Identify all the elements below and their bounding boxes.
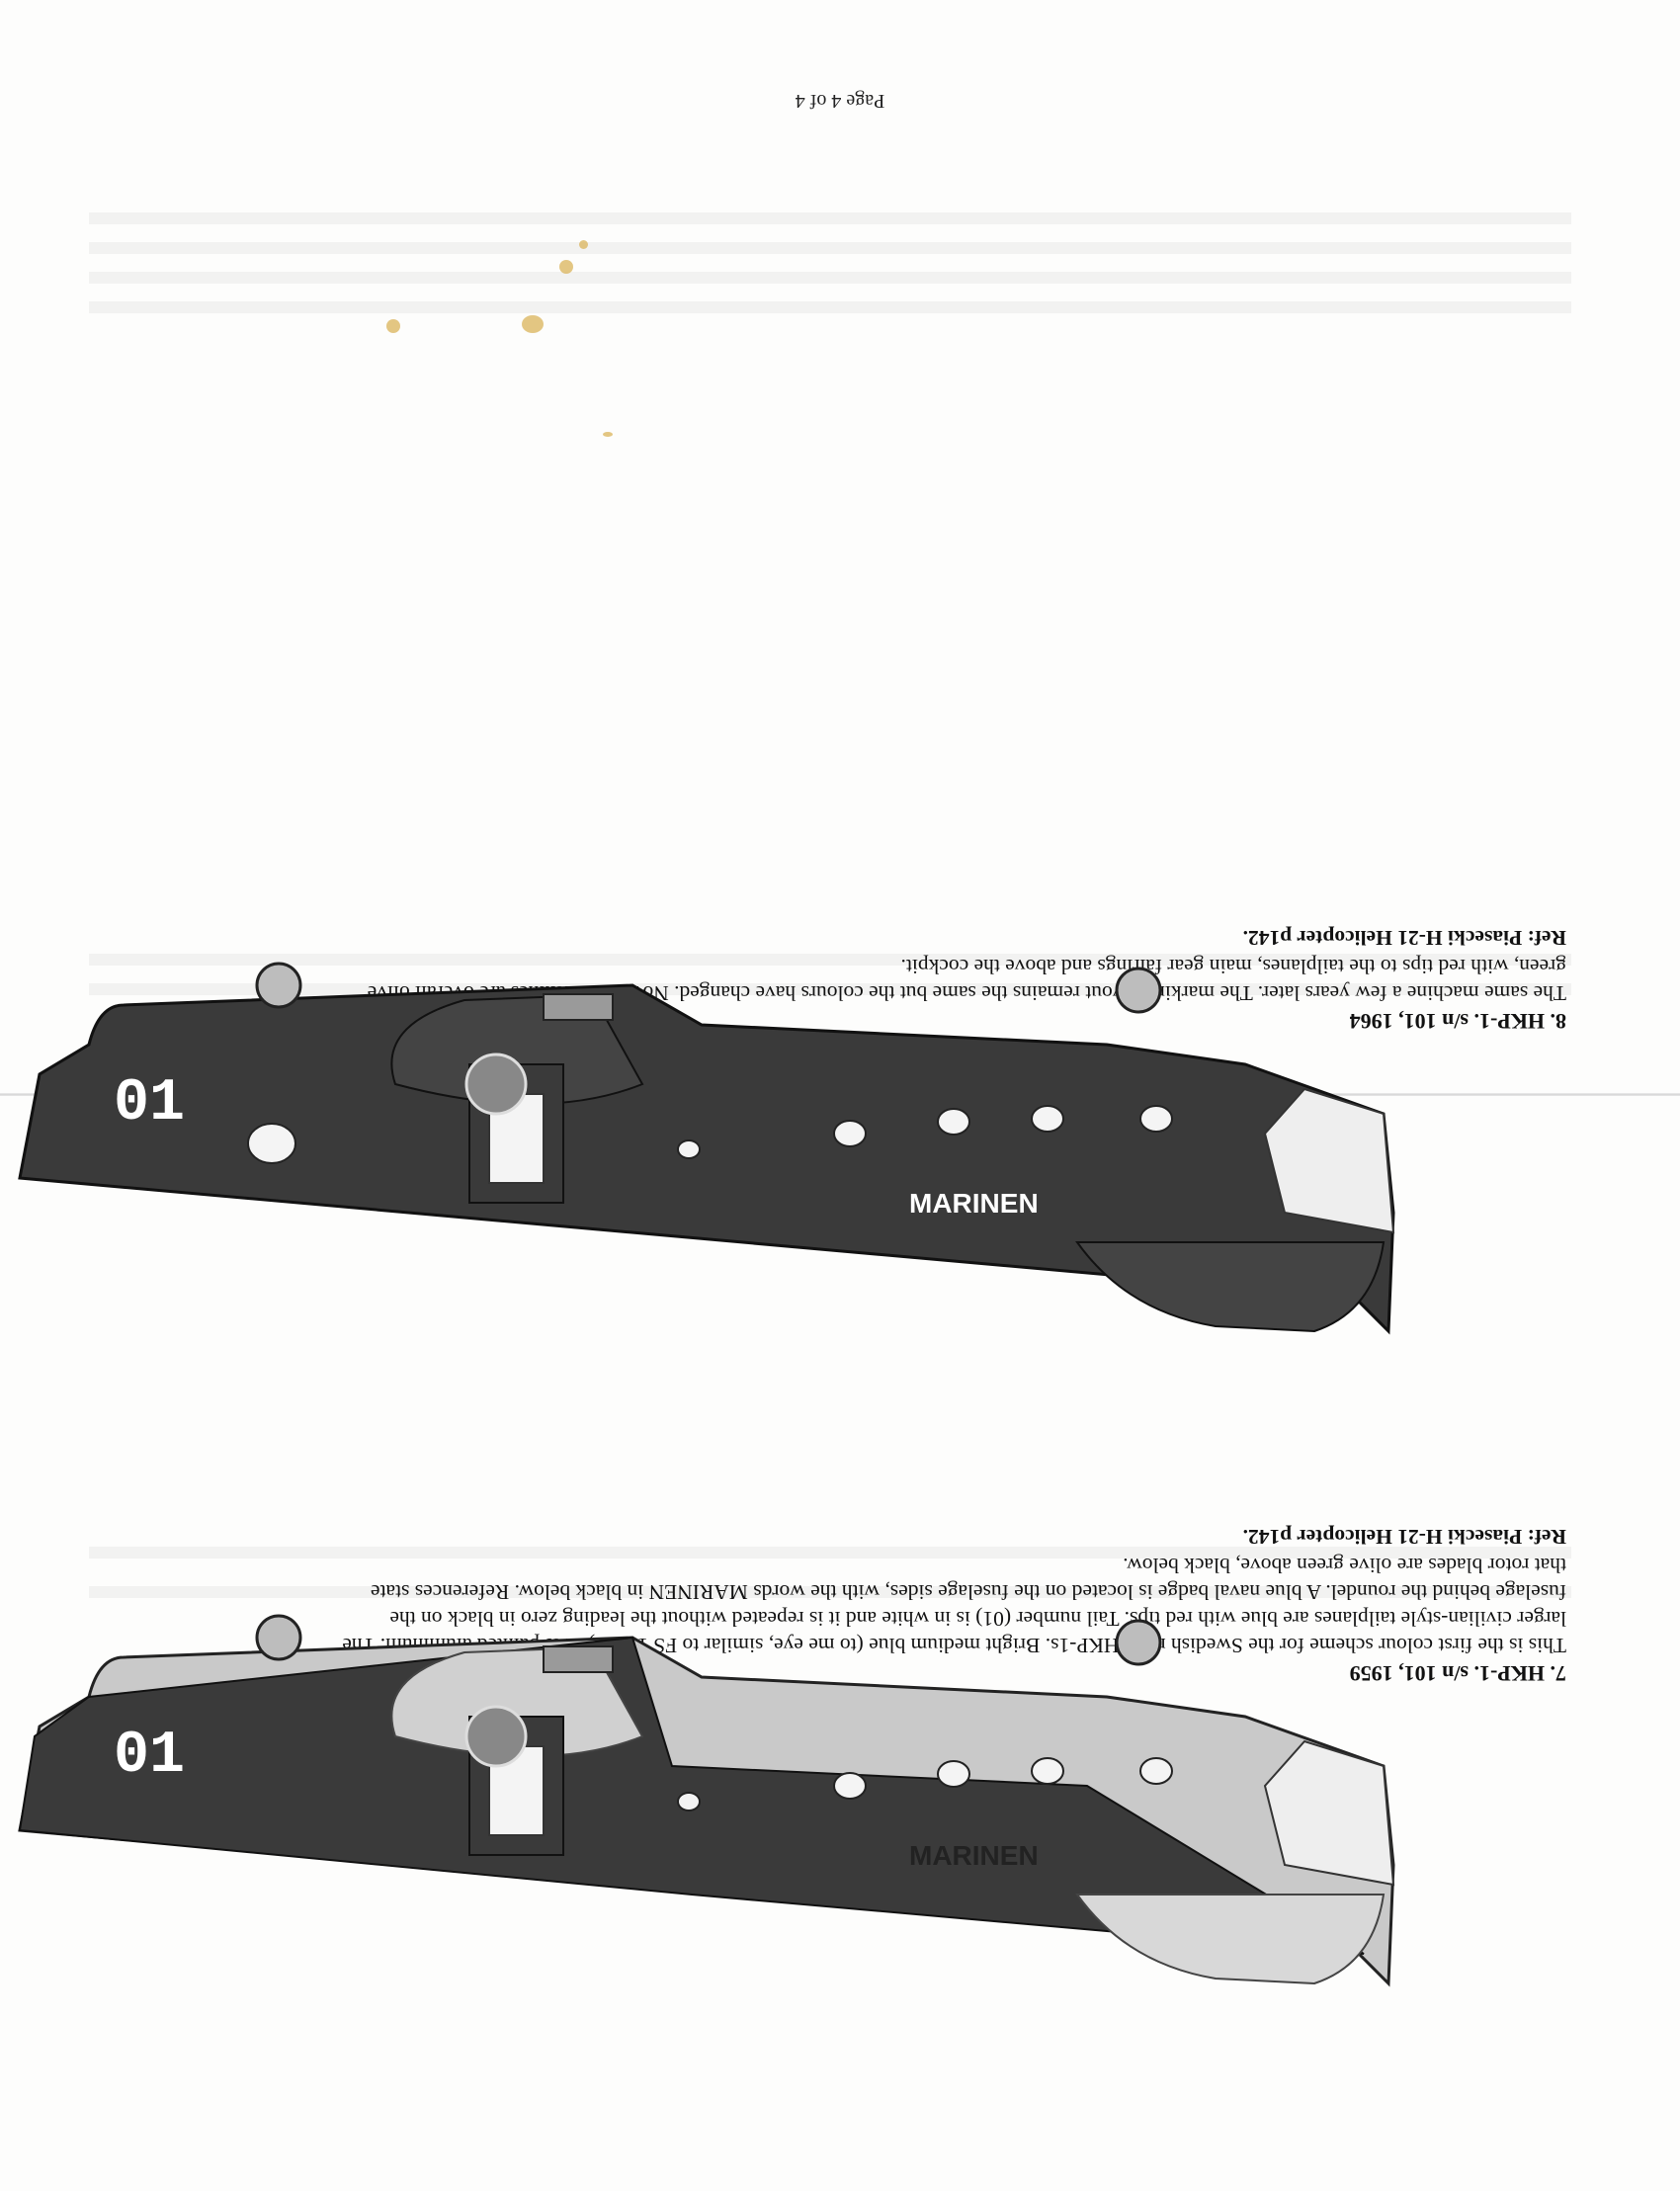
- helicopter-profile-8: MARINEN 01: [18, 962, 1395, 1335]
- cockpit-fairing: [1075, 1894, 1386, 1985]
- main-wheel: [1115, 1619, 1162, 1666]
- tail-wheel: [255, 962, 302, 1009]
- tail-wheel: [255, 1614, 302, 1661]
- page-number: Page 4 of 4: [795, 90, 885, 112]
- stain: [386, 319, 400, 333]
- porthole: [677, 1139, 701, 1159]
- roundel: [464, 1705, 528, 1768]
- cockpit-glazing: [1263, 1087, 1395, 1234]
- cockpit-glazing: [1263, 1739, 1395, 1887]
- show-through-text: [89, 212, 1571, 224]
- show-through-text: [89, 272, 1571, 284]
- porthole: [1139, 1105, 1173, 1133]
- show-through-text: [89, 301, 1571, 313]
- porthole: [937, 1760, 970, 1788]
- tail-number: 01: [114, 1070, 185, 1138]
- main-wheel: [1115, 967, 1162, 1014]
- fuselage: [18, 983, 1395, 1335]
- stain: [522, 315, 544, 333]
- helicopter-profile-7: MARINEN 01: [18, 1614, 1395, 1987]
- porthole: [1031, 1757, 1064, 1785]
- stain: [559, 260, 573, 274]
- porthole: [677, 1792, 701, 1812]
- rear-rotor-pylon: [390, 1645, 644, 1757]
- tail-grille: [543, 993, 614, 1021]
- cockpit-fairing: [1075, 1241, 1386, 1333]
- tail-grille: [543, 1645, 614, 1673]
- marinen-lettering: MARINEN: [909, 1188, 1039, 1219]
- stain: [603, 432, 613, 437]
- stain: [579, 240, 588, 249]
- porthole: [247, 1123, 296, 1164]
- porthole: [1031, 1105, 1064, 1133]
- porthole: [833, 1772, 867, 1800]
- show-through-text: [89, 242, 1571, 254]
- marinen-lettering: MARINEN: [909, 1840, 1039, 1871]
- rear-rotor-pylon: [390, 993, 644, 1105]
- porthole: [1139, 1757, 1173, 1785]
- porthole: [937, 1108, 970, 1136]
- roundel: [464, 1053, 528, 1116]
- tail-number: 01: [114, 1723, 185, 1790]
- porthole: [833, 1120, 867, 1147]
